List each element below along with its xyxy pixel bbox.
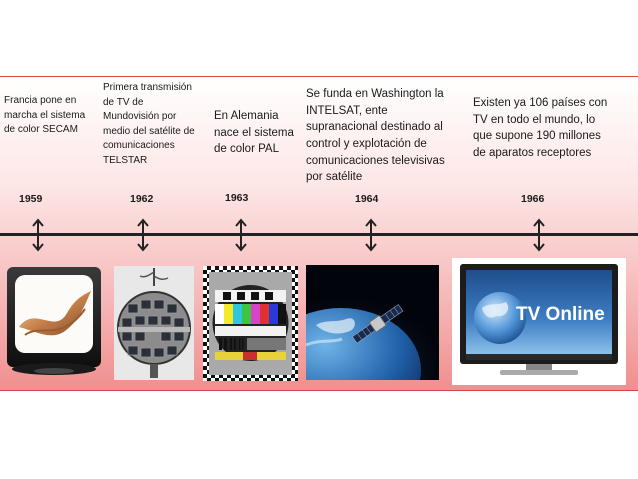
year-label-1964: 1964	[355, 193, 378, 205]
year-label-1963: 1963	[225, 192, 248, 204]
year-label-1959: 1959	[19, 193, 42, 205]
double-arrow-icon	[532, 218, 546, 252]
double-arrow-icon	[364, 218, 378, 252]
double-arrow-icon	[31, 218, 45, 252]
earth-satellite-icon	[306, 265, 439, 380]
double-arrow-icon	[234, 218, 248, 252]
test-pattern-icon	[203, 266, 298, 381]
event-description-1964: Se funda en Washington la INTELSAT, ente…	[306, 86, 454, 186]
crt-tv-icon	[5, 265, 103, 379]
event-description-1963: En Alemania nace el sistema de color PAL	[214, 108, 294, 158]
year-label-1966: 1966	[521, 193, 544, 205]
tv-online-label: TV Online	[516, 304, 605, 325]
telstar-satellite-icon	[114, 266, 194, 380]
event-description-1962: Primera transmisión de TV de Mundovisión…	[103, 81, 201, 168]
year-label-1962: 1962	[130, 193, 153, 205]
double-arrow-icon	[136, 218, 150, 252]
flat-tv-icon: TV Online	[452, 258, 626, 385]
event-description-1966: Existen ya 106 países con TV en todo el …	[473, 95, 613, 162]
event-description-1959: Francia pone en marcha el sistema de col…	[4, 94, 94, 138]
